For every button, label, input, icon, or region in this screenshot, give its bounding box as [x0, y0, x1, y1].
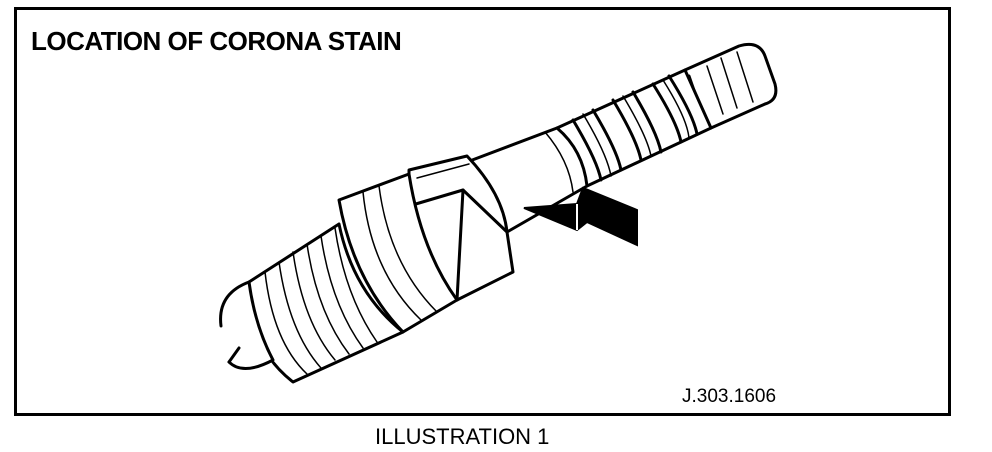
illustration-frame: LOCATION OF CORONA STAIN: [14, 7, 951, 416]
spark-plug-drawing: [219, 42, 778, 384]
figure-caption: ILLUSTRATION 1: [375, 424, 550, 449]
corona-stain-arrow: [523, 186, 638, 247]
threads: [247, 222, 405, 384]
reference-code: J.303.1606: [682, 386, 777, 407]
electrode-end: [219, 280, 275, 370]
metal-shell: [337, 172, 459, 334]
figure-title: LOCATION OF CORONA STAIN: [31, 26, 402, 56]
insulator-ribs: [555, 68, 713, 188]
